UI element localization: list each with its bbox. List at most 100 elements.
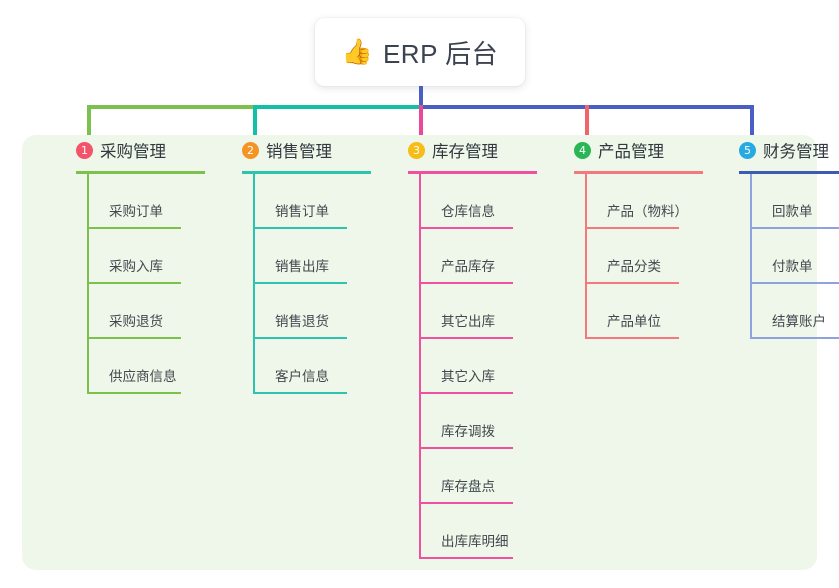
list-item-underline [585,337,679,339]
column-item-list: 回款单付款单结算账户 [750,174,839,339]
list-item-label: 出库库明细 [441,534,509,549]
list-item-label: 销售出库 [275,259,329,274]
list-item-label: 结算账户 [772,314,826,329]
list-item[interactable]: 付款单 [750,229,839,284]
list-item-underline [87,282,181,284]
column-header-underline [408,171,537,174]
list-item[interactable]: 产品单位 [585,284,723,339]
list-item-label: 产品（物料） [607,204,688,219]
column-title: 库存管理 [432,143,498,161]
list-item-label: 库存调拨 [441,424,495,439]
column-header-underline [76,171,205,174]
column-header-underline [242,171,371,174]
list-item[interactable]: 库存盘点 [419,449,557,504]
list-item[interactable]: 其它出库 [419,284,557,339]
list-item[interactable]: 结算账户 [750,284,839,339]
list-item-label: 付款单 [772,259,813,274]
column-badge-icon: 3 [408,141,425,159]
list-item[interactable]: 供应商信息 [87,339,225,394]
column-badge-icon: 1 [76,141,93,159]
list-item-label: 供应商信息 [109,369,177,384]
column-title: 财务管理 [763,143,829,161]
column-spine [419,174,421,559]
list-item[interactable]: 采购订单 [87,174,225,229]
list-item-underline [585,282,679,284]
column-3: 3 库存管理仓库信息产品库存其它出库其它入库库存调拨库存盘点出库库明细 [392,135,557,559]
list-item-label: 回款单 [772,204,813,219]
column-item-list: 销售订单销售出库销售退货客户信息 [253,174,391,394]
list-item[interactable]: 销售出库 [253,229,391,284]
list-item-underline [585,227,679,229]
list-item-underline [419,227,513,229]
list-item[interactable]: 客户信息 [253,339,391,394]
list-item-underline [419,337,513,339]
list-item[interactable]: 产品分类 [585,229,723,284]
list-item-underline [419,282,513,284]
column-item-list: 采购订单采购入库采购退货供应商信息 [87,174,225,394]
list-item-underline [87,392,181,394]
column-item-list: 仓库信息产品库存其它出库其它入库库存调拨库存盘点出库库明细 [419,174,557,559]
list-item-underline [750,282,839,284]
connector-drop-1 [87,105,91,147]
root-connector-stem [419,86,423,108]
list-item-underline [253,392,347,394]
column-header-underline [739,171,839,174]
list-item[interactable]: 采购退货 [87,284,225,339]
connector-drop-3 [419,105,423,147]
column-4: 4 产品管理产品（物料） 产品分类产品单位 [558,135,723,339]
list-item[interactable]: 库存调拨 [419,394,557,449]
list-item[interactable]: 采购入库 [87,229,225,284]
list-item[interactable]: 产品库存 [419,229,557,284]
list-item-label: 销售退货 [275,314,329,329]
thumbs-up-icon: 👍 [341,37,373,66]
connector-drop-5 [750,105,754,147]
list-item-label: 库存盘点 [441,479,495,494]
list-item-label: 产品单位 [607,314,661,329]
list-item-underline [87,337,181,339]
list-item[interactable]: 出库库明细 [419,504,557,559]
list-item[interactable]: 销售订单 [253,174,391,229]
connector-drop-4 [585,105,589,147]
column-header-3[interactable]: 3 库存管理 [392,135,557,165]
connector-segment-1 [87,105,257,109]
list-item-label: 采购退货 [109,314,163,329]
list-item[interactable]: 仓库信息 [419,174,557,229]
column-spine [253,174,255,394]
column-title: 产品管理 [598,143,664,161]
list-item-label: 客户信息 [275,369,329,384]
list-item-label: 仓库信息 [441,204,495,219]
list-item-underline [253,337,347,339]
page-title: ERP 后台 [382,38,499,69]
list-item-underline [419,392,513,394]
list-item-label: 其它出库 [441,314,495,329]
connector-drop-2 [253,105,257,147]
connector-segment-2 [253,105,423,109]
list-item-underline [419,447,513,449]
column-spine [585,174,587,339]
list-item-underline [750,227,839,229]
list-item-label: 采购入库 [109,259,163,274]
list-item-label: 产品库存 [441,259,495,274]
list-item-underline [419,502,513,504]
list-item-label: 其它入库 [441,369,495,384]
list-item[interactable]: 销售退货 [253,284,391,339]
column-badge-icon: 4 [574,141,591,159]
list-item[interactable]: 回款单 [750,174,839,229]
list-item-underline [253,227,347,229]
list-item-underline [87,227,181,229]
column-spine [750,174,752,339]
list-item-underline [750,337,839,339]
root-node-card[interactable]: 👍 ERP 后台 [315,18,525,86]
list-item[interactable]: 产品（物料） [585,174,723,229]
list-item[interactable]: 其它入库 [419,339,557,394]
column-header-4[interactable]: 4 产品管理 [558,135,723,165]
column-item-list: 产品（物料） 产品分类产品单位 [585,174,723,339]
list-item-underline [253,282,347,284]
